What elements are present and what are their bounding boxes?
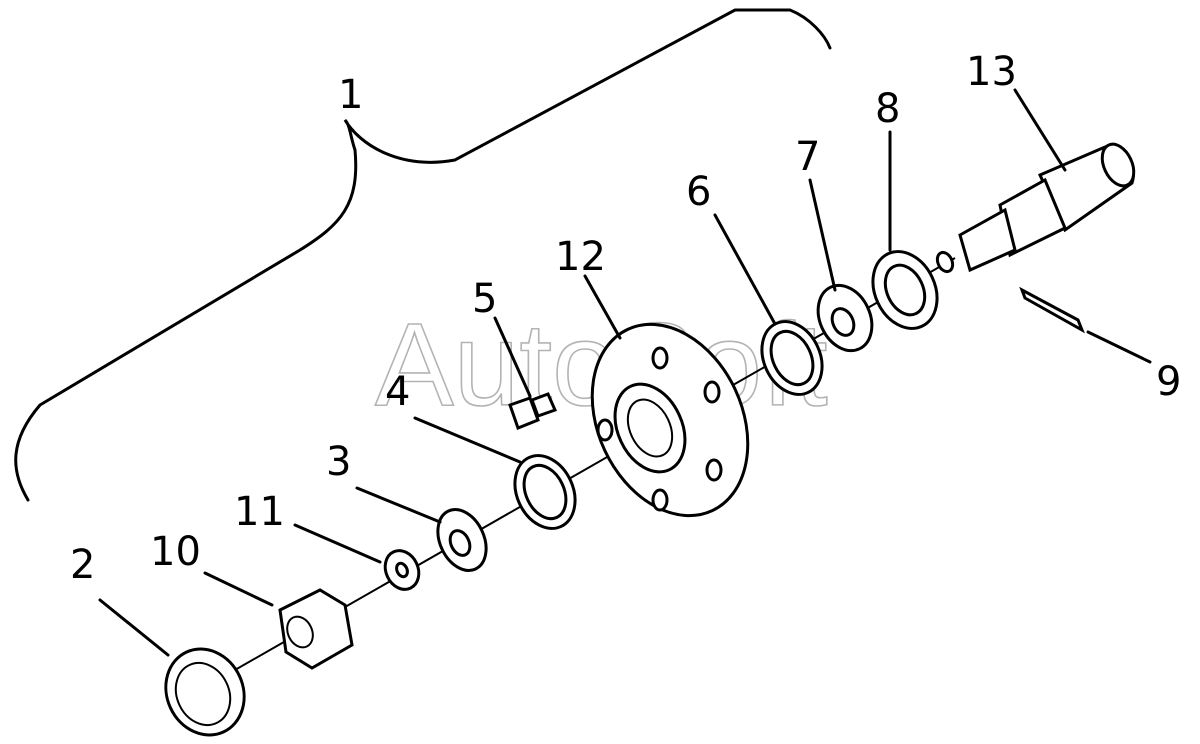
callout-11: 11	[234, 489, 285, 535]
wheel-bolt-part	[508, 392, 558, 430]
callout-10: 10	[150, 529, 201, 575]
outer-bearing-part	[816, 283, 874, 353]
outer-bearing-cup-part	[760, 320, 824, 396]
callout-7: 7	[795, 134, 820, 180]
hub-part	[590, 322, 750, 518]
leader-line-6	[713, 213, 777, 326]
leader-line-2	[98, 598, 170, 657]
callout-4: 4	[385, 369, 410, 415]
inner-bearing-cup-part	[513, 454, 577, 530]
castle-nut-part	[278, 588, 354, 670]
leader-line-11	[293, 523, 382, 564]
inner-bearing-part	[436, 508, 488, 572]
dust-cap-part	[164, 647, 246, 737]
callout-12: 12	[555, 234, 606, 280]
callout-1: 1	[338, 72, 363, 118]
leader-line-10	[203, 571, 274, 607]
callout-5: 5	[472, 276, 497, 322]
leader-line-3	[355, 486, 442, 524]
cotter-pin-part	[1019, 286, 1085, 334]
callout-9: 9	[1156, 359, 1181, 405]
callout-13: 13	[966, 49, 1017, 95]
callout-3: 3	[326, 439, 351, 485]
callout-2: 2	[70, 542, 95, 588]
washer-part	[383, 549, 421, 591]
seal-part	[871, 250, 939, 330]
leader-line-7	[808, 178, 837, 292]
callout-8: 8	[875, 86, 900, 132]
callout-6: 6	[686, 169, 711, 215]
leader-line-5	[493, 316, 532, 398]
leader-line-12	[583, 274, 622, 340]
leader-line-4	[413, 416, 522, 464]
leader-line-9	[1086, 330, 1152, 364]
assembly-bracket	[14, 8, 832, 502]
spindle-part	[935, 142, 1136, 274]
leader-line-13	[1013, 88, 1067, 172]
